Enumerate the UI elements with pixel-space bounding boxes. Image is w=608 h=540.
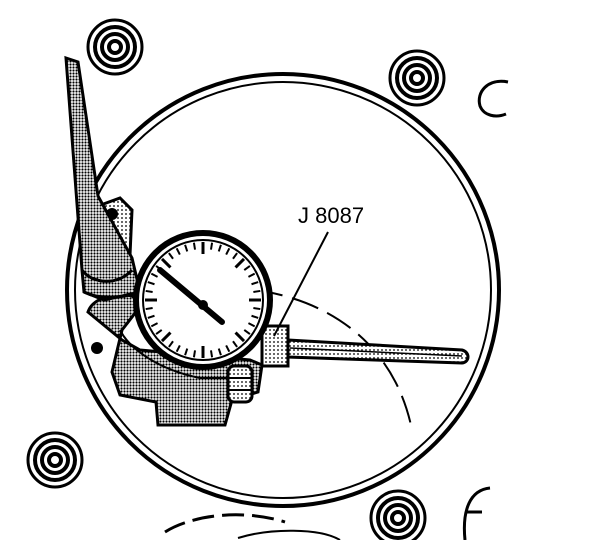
- dial-tick: [160, 257, 172, 269]
- bolt-hole-top-left: [86, 18, 144, 76]
- dial-tick: [232, 340, 238, 348]
- dial-tick: [184, 348, 189, 356]
- dial-tick: [209, 350, 214, 358]
- dial-tick: [225, 344, 231, 353]
- dial-tick: [175, 344, 181, 353]
- dial-tick: [251, 281, 259, 286]
- dial-tick: [217, 244, 222, 252]
- dial-tick: [247, 272, 256, 278]
- dial-tick: [145, 289, 153, 294]
- dial-tick: [253, 306, 261, 311]
- dial-tick: [209, 242, 214, 250]
- dial-tick: [247, 322, 256, 328]
- gauge-stem: [260, 324, 470, 368]
- bolt-hole-top-right: [388, 49, 446, 107]
- bolt-hole-bottom-left: [26, 431, 84, 489]
- dial-indicator: [133, 230, 273, 370]
- dial-tick: [234, 331, 246, 343]
- dial-tick: [253, 289, 261, 294]
- dial-tick: [168, 252, 174, 260]
- bolt-hole-bottom-right: [369, 489, 427, 540]
- adjacent-bore-edge-bottom-right: [462, 486, 491, 540]
- dial-tick: [251, 314, 259, 319]
- dial-tick: [168, 340, 174, 348]
- adjustment-nut: [226, 364, 254, 404]
- adjacent-bore-edge-bottom-2: [237, 529, 341, 540]
- dial-tick: [243, 329, 251, 335]
- callout-leader-line: [273, 231, 329, 337]
- dial-tick: [145, 306, 153, 311]
- dial-tick: [184, 244, 189, 252]
- dial-tick: [217, 348, 222, 356]
- dial-tick: [175, 247, 181, 256]
- dial-tick: [234, 257, 246, 269]
- dial-tick: [225, 247, 231, 256]
- dial-tick-marks: [145, 242, 261, 358]
- dial-tick: [147, 281, 155, 286]
- dial-tick: [192, 350, 197, 358]
- dial-tick: [147, 314, 155, 319]
- piston-travel-arc: [254, 289, 413, 431]
- dial-tick: [150, 272, 159, 278]
- cylinder-bore: [65, 72, 501, 508]
- dial-tick: [192, 242, 197, 250]
- adjacent-bore-edge-top-right: [477, 79, 509, 118]
- tool-callout-label: J 8087: [298, 203, 365, 228]
- dial-needle: [157, 267, 225, 325]
- dial-tick: [160, 331, 172, 343]
- adjacent-bore-edge-bottom: [164, 513, 286, 534]
- dial-tick: [243, 265, 251, 271]
- dial-tick: [155, 329, 163, 335]
- dial-tick: [150, 322, 159, 328]
- dial-tick: [232, 252, 238, 260]
